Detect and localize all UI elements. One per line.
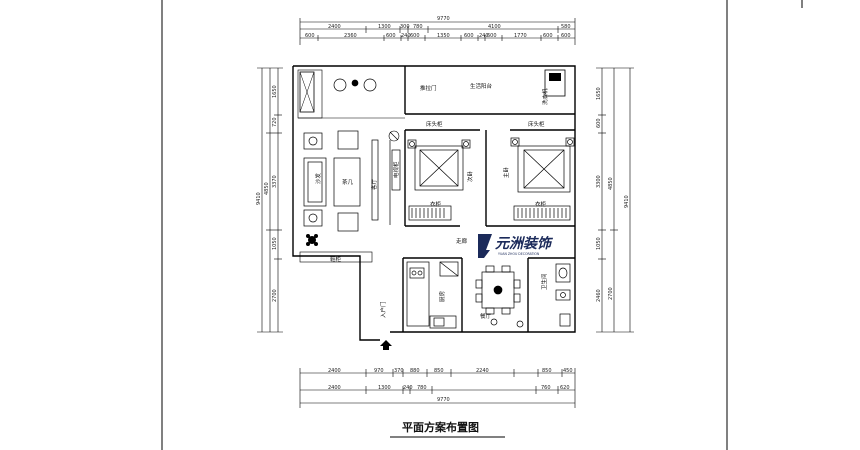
dim-right-in-0: 1650 [596, 87, 602, 100]
dim-bot-r2-0: 2400 [328, 385, 341, 391]
label-wardrobe-second: 衣柜 [430, 200, 442, 208]
drawing-title: 平面方案布置图 [402, 420, 479, 434]
dim-right-in-1: 600 [596, 118, 602, 128]
dim-top-r2-6: 600 [464, 33, 474, 39]
master-bedroom-wardrobe [513, 205, 571, 221]
dim-top-r2-0: 600 [305, 33, 315, 39]
dim-bot-r1-1: 970 [374, 368, 384, 374]
dim-bot-r2-3: 780 [417, 385, 427, 391]
dim-top-total: 9770 [437, 16, 450, 22]
label-bathroom: 卫生间 [540, 273, 548, 290]
label-shoe-cabinet: 鞋柜 [330, 255, 342, 263]
dim-bot-r2-4: 760 [541, 385, 551, 391]
living-room-furniture [303, 130, 401, 232]
walls [292, 65, 576, 341]
label-bedside-master: 床头柜 [528, 120, 545, 128]
label-master-bedroom: 主卧 [502, 166, 510, 178]
dim-top-r1-5: 580 [561, 24, 571, 30]
label-wardrobe-master: 衣柜 [535, 200, 547, 208]
dim-bot-r2-2: 240 [403, 385, 413, 391]
dim-top-r2-4: 600 [410, 33, 420, 39]
label-tea-table: 茶几 [342, 178, 354, 186]
label-balcony: 生活阳台 [470, 82, 493, 90]
dim-top-r2-1: 2360 [344, 33, 357, 39]
label-washer: 洗衣机 [541, 88, 549, 105]
dim-top-r2-5: 1350 [437, 33, 450, 39]
dim-top-r2-8: 600 [487, 33, 497, 39]
dim-bot-r1-4: 850 [434, 368, 444, 374]
dim-right-out-2: 2700 [608, 287, 614, 300]
dim-bot-r1-2: 370 [394, 368, 404, 374]
dim-top-r1-2: 300 [400, 24, 410, 30]
dim-left-outer: 9410 [256, 192, 262, 205]
bottom-dimensions [299, 368, 576, 408]
right-dimension-texts: 1650 600 3300 1050 2460 4850 9410 2700 [596, 87, 630, 302]
dim-top-r2-3: 240 [401, 33, 411, 39]
label-dining: 餐厅 [480, 312, 492, 320]
label-corridor: 走廊 [456, 237, 468, 245]
label-bedside-second: 床头柜 [426, 120, 443, 128]
dim-bot-r1-5: 2240 [476, 368, 489, 374]
label-living-room: 客厅 [370, 178, 378, 190]
label-sofa: 沙发 [314, 172, 322, 184]
dim-bot-r1-3: 880 [410, 368, 420, 374]
dim-top-r2-9: 1770 [514, 33, 527, 39]
dining-table [475, 265, 524, 328]
dim-right-out-0: 4850 [608, 177, 614, 190]
brand-name: 元洲装饰 [495, 235, 554, 252]
entrance-arrow-icon [380, 340, 392, 350]
dim-right-in-4: 2460 [596, 289, 602, 302]
second-bedroom-wardrobe [408, 205, 452, 221]
dim-top-r2-11: 600 [561, 33, 571, 39]
label-tv-cabinet: 电视柜 [392, 161, 400, 178]
bottom-dimension-texts: 2400 970 370 880 850 2240 850 450 2400 1… [328, 368, 573, 403]
label-second-bedroom: 次卧 [466, 170, 474, 182]
dim-top-r1-1: 1300 [378, 24, 391, 30]
second-bedroom-bed [407, 139, 471, 191]
dim-top-r1-4: 4100 [488, 24, 501, 30]
label-entrance: 入户门 [379, 301, 387, 318]
dim-bottom-total: 9770 [437, 397, 450, 403]
dim-right-in-3: 1050 [596, 237, 602, 250]
washer-icon [544, 69, 566, 97]
top-dimensions [299, 18, 576, 45]
dim-left-r3-0: 3370 [272, 175, 278, 188]
right-dimensions [596, 67, 634, 333]
dim-left-in-0: 1650 [272, 85, 278, 98]
dim-top-r2-7: 240 [479, 33, 489, 39]
label-sliding-door: 推拉门 [420, 84, 437, 92]
master-bedroom-bed [510, 137, 575, 193]
dim-top-r2-2: 600 [386, 33, 396, 39]
bathroom-fixtures [555, 263, 571, 327]
dim-right-in-2: 3300 [596, 175, 602, 188]
dim-bot-r2-5: 620 [560, 385, 570, 391]
dim-top-r2-10: 600 [543, 33, 553, 39]
dim-left-in-1: 720 [272, 117, 278, 127]
dim-top-r1-0: 2400 [328, 24, 341, 30]
kitchen-counter [406, 261, 459, 329]
dim-bot-r2-1: 1300 [378, 385, 391, 391]
balcony-chairs [333, 78, 377, 92]
top-dimension-texts: 9770 2400 1300 300 780 4100 580 600 2360… [305, 16, 571, 39]
door-swing [388, 130, 400, 142]
label-kitchen: 厨房 [438, 290, 446, 302]
dim-left-in-4: 2700 [272, 289, 278, 302]
left-dimension-texts: 9410 1650 720 4850 1050 2700 3370 [256, 85, 278, 302]
balcony-cabinet [299, 71, 315, 113]
dim-top-r1-3: 780 [413, 24, 423, 30]
dim-left-in-2: 4850 [264, 182, 270, 195]
dim-right-out-1: 9410 [624, 195, 630, 208]
left-dimensions [257, 67, 283, 333]
brand-subtitle: YUAN ZHOU DECORATION [498, 252, 540, 256]
dim-bot-r1-7: 450 [563, 368, 573, 374]
dim-bot-r1-6: 850 [542, 368, 552, 374]
plant-icon [306, 234, 318, 246]
brand-logo: 元洲装饰 YUAN ZHOU DECORATION [478, 234, 554, 258]
dim-bot-r1-0: 2400 [328, 368, 341, 374]
dim-left-in-3: 1050 [272, 237, 278, 250]
title-box [389, 417, 501, 439]
living-room-outline [297, 69, 405, 263]
